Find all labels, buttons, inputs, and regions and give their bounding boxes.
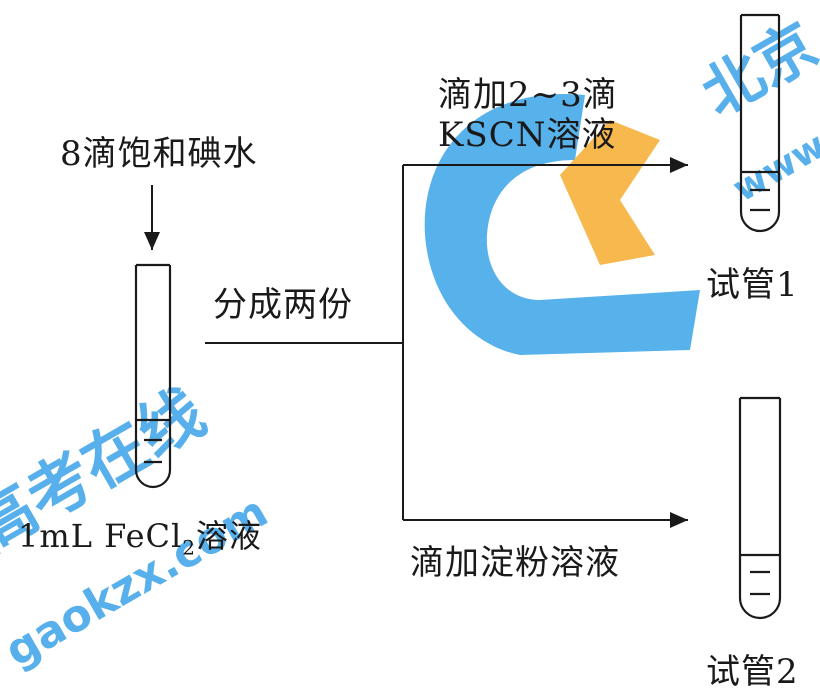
test-tube-2 [738,396,782,620]
branch-bottom-label: 滴加淀粉溶液 [410,543,620,583]
iodine-label: 8滴饱和碘水 [60,134,258,174]
fecl2-suffix: 溶液 [195,517,262,555]
test-tube-1 [739,13,781,233]
fecl2-subscript: 2 [182,535,196,560]
split-label: 分成两份 [213,285,353,325]
fecl2-prefix: 1mL FeCl [18,517,183,555]
tube2-label: 试管2 [706,652,799,692]
tube1-label: 试管1 [706,265,799,305]
branch-top-line1: 滴加2~3滴 [438,75,618,115]
branch-top-line2: KSCN溶液 [438,115,617,155]
watermark-g-shape [424,93,700,355]
watermark-k-shape [560,120,660,265]
fecl2-label: 1mL FeCl2溶液 [18,520,262,557]
main-test-tube [134,263,172,489]
